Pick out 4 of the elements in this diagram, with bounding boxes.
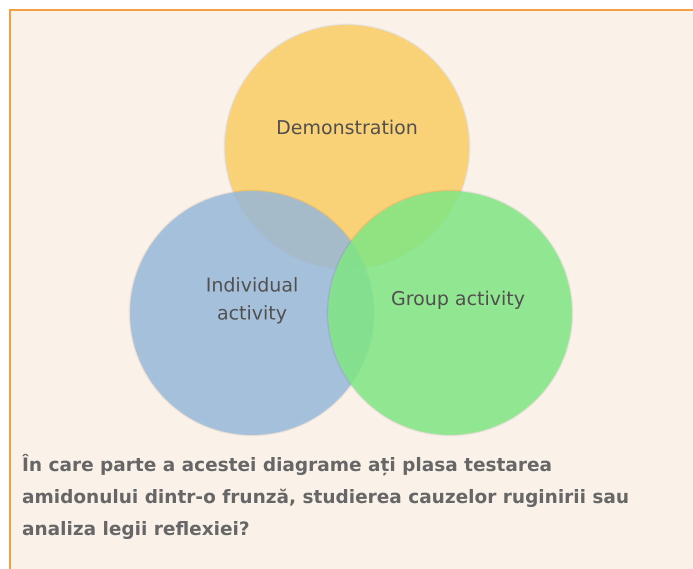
- circle-label: Group activity: [391, 287, 525, 312]
- circle-label: Demonstration: [276, 116, 418, 142]
- circle-label: Individual activity: [204, 273, 300, 326]
- caption: În care parte a acestei diagrame ați plasa testarea amidonului dintr-o frunză, studierea cauzelor ruginirii sau analiza legii reflexiei?: [22, 452, 630, 542]
